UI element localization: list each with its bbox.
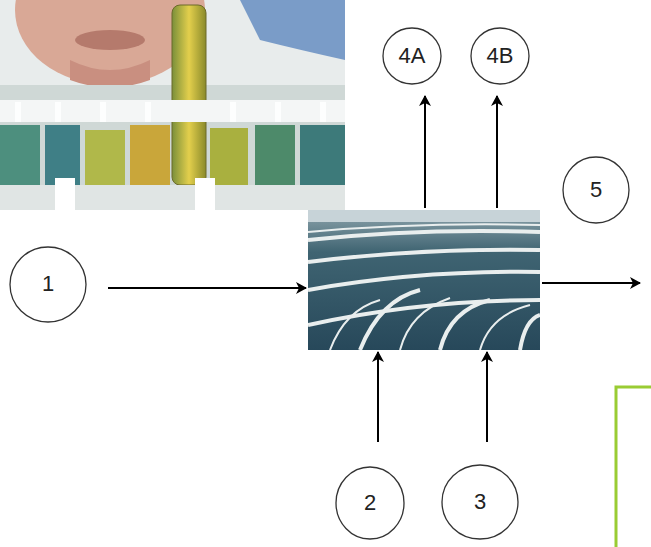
flow-arrows [108,96,640,442]
callout-circle: 1 [9,246,87,323]
callout-circle: 3 [441,464,519,540]
callout-number: 2 [364,492,376,514]
callout-circle: 5 [562,156,630,224]
callout-number: 3 [474,491,486,513]
callout-circle: 4B [470,27,530,85]
green-bracket [616,387,651,547]
callout-number: 1 [42,273,54,295]
callout-circle: 2 [335,466,405,540]
callout-number: 4A [399,45,426,67]
pond-photo [308,210,540,350]
callout-circle: 4A [382,27,442,85]
callout-number: 5 [590,179,602,201]
callout-number: 4B [487,45,514,67]
scientist-photo [0,0,345,210]
